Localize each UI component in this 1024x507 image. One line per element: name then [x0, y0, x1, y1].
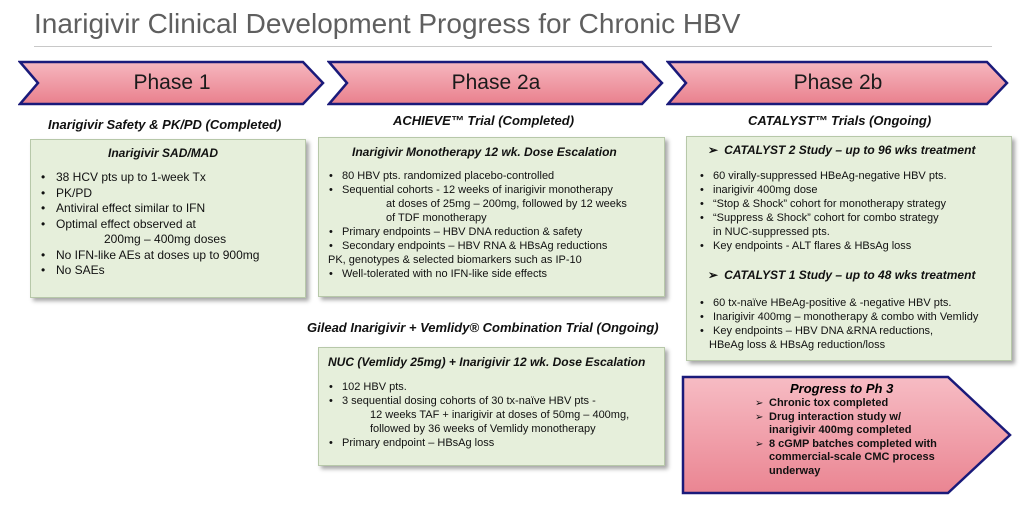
- list-item-text: Sequential cohorts - 12 weeks of inarigi…: [342, 184, 613, 196]
- list-item-continuation: 200mg – 400mg doses: [104, 232, 227, 246]
- list-item: 8 cGMP batches completed withcommercial-…: [755, 438, 937, 479]
- list-item-text: Secondary endpoints – HBV RNA & HBsAg re…: [342, 240, 608, 252]
- list-item-continuation: followed by 36 weeks of Vemlidy monother…: [370, 423, 596, 435]
- list-item: Chronic tox completed: [755, 397, 937, 411]
- phase-1-heading: Inarigivir Safety & PK/PD (Completed): [48, 117, 282, 132]
- list-item: 60 tx-naïve HBeAg-positive & -negative H…: [699, 296, 978, 310]
- list-item-continuation: HBeAg loss & HBsAg reduction/loss: [709, 339, 886, 351]
- list-item: Inarigivir 400mg – monotherapy & combo w…: [699, 310, 978, 324]
- list-item-continuation: PK, genotypes & selected biomarkers such…: [328, 254, 582, 266]
- phase-2a-label: Phase 2a: [451, 71, 541, 94]
- phase-2b-chevron: Phase 2b: [666, 60, 1010, 106]
- list-item-text: Key endpoints – HBV DNA &RNA reductions,: [713, 325, 934, 337]
- list-item: PK/PD: [40, 186, 259, 202]
- list-item: 3 sequential dosing cohorts of 30 tx-naï…: [328, 394, 629, 436]
- list-item: 80 HBV pts. randomized placebo-controlle…: [328, 169, 627, 183]
- phase-1-bullets: 38 HCV pts up to 1-week Tx PK/PD Antivir…: [40, 170, 259, 279]
- list-item: No IFN-like AEs at doses up to 900mg: [40, 248, 259, 264]
- combo-box-title: NUC (Vemlidy 25mg) + Inarigivir 12 wk. D…: [328, 355, 646, 369]
- slide-title: Inarigivir Clinical Development Progress…: [34, 8, 741, 39]
- list-item-text: 3 sequential dosing cohorts of 30 tx-naï…: [342, 395, 596, 407]
- catalyst-heading: CATALYST™ Trials (Ongoing): [748, 113, 932, 128]
- list-item-text: 8 cGMP batches completed with: [769, 437, 937, 450]
- achieve-heading: ACHIEVE™ Trial (Completed): [393, 113, 575, 128]
- list-item: Key endpoints - ALT flares & HBsAg loss: [699, 239, 947, 253]
- list-item-continuation: commercial-scale CMC process: [769, 451, 935, 463]
- achieve-bullets: 80 HBV pts. randomized placebo-controlle…: [328, 169, 627, 281]
- list-item: “Stop & Shock” cohort for monotherapy st…: [699, 197, 947, 211]
- list-item-continuation: inarigivir 400mg completed: [769, 424, 912, 436]
- arrow-bullet-icon: ➢: [708, 268, 719, 282]
- catalyst-1-title: ➢ CATALYST 1 Study – up to 48 wks treatme…: [708, 268, 975, 282]
- list-item-continuation: at doses of 25mg – 200mg, followed by 12…: [386, 198, 627, 210]
- title-divider: [34, 46, 992, 47]
- phase-1-chevron: Phase 1: [18, 60, 326, 106]
- progress-items: Chronic tox completed Drug interaction s…: [755, 397, 937, 478]
- list-item: 102 HBV pts.: [328, 380, 629, 394]
- list-item-continuation: 12 weeks TAF + inarigivir at doses of 50…: [370, 409, 630, 421]
- combo-bullets: 102 HBV pts. 3 sequential dosing cohorts…: [328, 380, 629, 450]
- list-item: inarigivir 400mg dose: [699, 183, 947, 197]
- list-item: Drug interaction study w/inarigivir 400m…: [755, 411, 937, 438]
- list-item: 60 virally-suppressed HBeAg-negative HBV…: [699, 169, 947, 183]
- phase-1-box-title: Inarigivir SAD/MAD: [108, 146, 219, 160]
- arrow-bullet-icon: ➢: [708, 143, 719, 157]
- catalyst-2-title-text: CATALYST 2 Study – up to 96 wks treatmen…: [724, 143, 976, 157]
- list-item: Antiviral effect similar to IFN: [40, 201, 259, 217]
- progress-title: Progress to Ph 3: [790, 381, 894, 396]
- phase-2a-chevron: Phase 2a: [327, 60, 665, 106]
- list-item: No SAEs: [40, 263, 259, 279]
- list-item-continuation: underway: [769, 464, 821, 477]
- catalyst-2-title: ➢ CATALYST 2 Study – up to 96 wks treatme…: [708, 143, 975, 157]
- list-item: “Suppress & Shock” cohort for combo stra…: [699, 211, 947, 239]
- chevron-arrow-shape: [18, 60, 325, 106]
- catalyst-2-bullets: 60 virally-suppressed HBeAg-negative HBV…: [699, 169, 947, 253]
- phase-2b-label: Phase 2b: [793, 71, 883, 94]
- catalyst-1-title-text: CATALYST 1 Study – up to 48 wks treatmen…: [724, 268, 976, 282]
- list-item: Secondary endpoints – HBV RNA & HBsAg re…: [328, 239, 627, 267]
- list-item: Well-tolerated with no IFN-like side eff…: [328, 267, 627, 281]
- list-item-text: Drug interaction study w/: [769, 410, 902, 423]
- chevron-arrow-shape: [327, 60, 664, 106]
- list-item-text: Optimal effect observed at: [56, 216, 196, 231]
- list-item: Key endpoints – HBV DNA &RNA reductions,…: [699, 324, 978, 352]
- catalyst-1-bullets: 60 tx-naïve HBeAg-positive & -negative H…: [699, 296, 978, 352]
- list-item-continuation: of TDF monotherapy: [386, 212, 487, 224]
- list-item-continuation: in NUC-suppressed pts.: [713, 226, 830, 238]
- chevron-arrow-shape: [666, 60, 1009, 106]
- achieve-box-title: Inarigivir Monotherapy 12 wk. Dose Escal…: [352, 145, 617, 159]
- list-item-text: “Suppress & Shock” cohort for combo stra…: [713, 212, 939, 224]
- list-item: Primary endpoint – HBsAg loss: [328, 436, 629, 450]
- list-item: Sequential cohorts - 12 weeks of inarigi…: [328, 183, 627, 225]
- gilead-combo-heading: Gilead Inarigivir + Vemlidy® Combination…: [307, 320, 659, 335]
- list-item: Primary endpoints – HBV DNA reduction & …: [328, 225, 627, 239]
- list-item: 38 HCV pts up to 1-week Tx: [40, 170, 259, 186]
- phase-1-label: Phase 1: [133, 71, 211, 94]
